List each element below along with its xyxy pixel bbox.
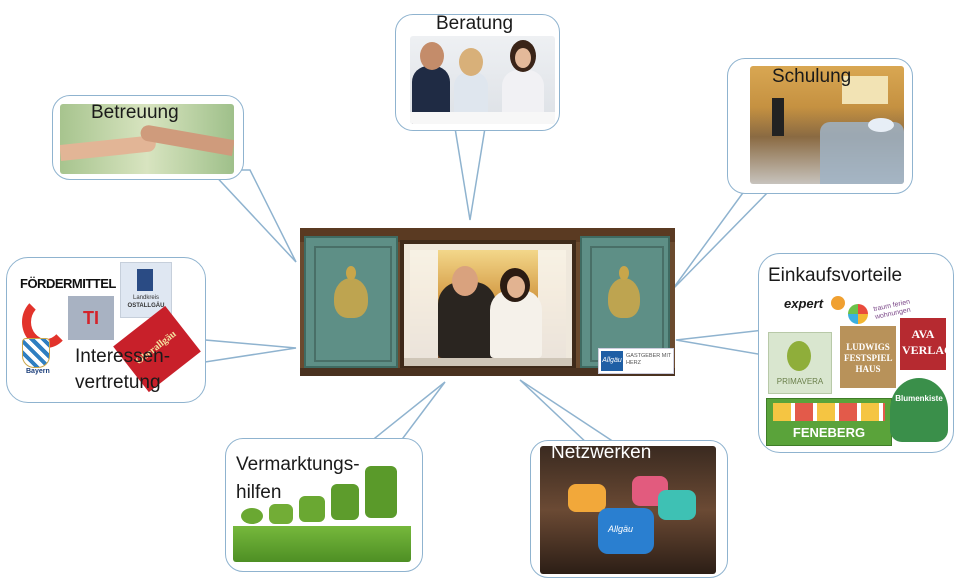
ornament-icon xyxy=(608,278,640,318)
bubble-vermarktung-title-1: Vermarktungs- xyxy=(236,454,360,475)
logo-primavera-text: PRIMAVERA xyxy=(776,377,824,386)
bubble-interessen-title-1: Interessen- xyxy=(75,346,171,367)
logo-primavera: PRIMAVERA xyxy=(768,332,832,394)
logo-ludwigs: LUDWIGS FESTSPIEL HAUS xyxy=(840,326,896,388)
center-photo: Allgäu GASTGEBER MIT HERZ xyxy=(300,228,675,376)
bubble-betreuung-title: Betreuung xyxy=(91,102,179,123)
audience-hat xyxy=(868,118,894,132)
curtain-left xyxy=(410,250,438,358)
person-client-1-head xyxy=(459,48,483,76)
tail-netzwerken xyxy=(519,379,623,447)
grass xyxy=(233,526,411,562)
logo-landkreis-text-1: Landkreis xyxy=(132,295,159,301)
tree-4 xyxy=(331,484,359,520)
curtain-right xyxy=(538,250,566,358)
logo-expert: expert xyxy=(784,296,824,311)
feneberg-icons xyxy=(773,403,885,421)
logo-blumenkiste: Blumenkiste xyxy=(890,378,948,442)
logo-feneberg: FENEBERG xyxy=(766,398,892,446)
window-light xyxy=(842,76,888,104)
left-shutter xyxy=(304,236,398,368)
bubble-einkauf-title: Einkaufsvorteile xyxy=(768,265,903,286)
ornament-icon xyxy=(334,278,368,318)
netzwerken-photo: Allgäu xyxy=(540,446,716,574)
bubble-interessen-title-2: vertretung xyxy=(75,372,161,393)
desk xyxy=(410,112,555,124)
shutter-panel xyxy=(314,246,392,362)
logo-ludwigs-text: LUDWIGS FESTSPIEL HAUS xyxy=(844,342,893,374)
logo-ava: AVA VERLAG xyxy=(900,318,954,370)
tail-einkauf xyxy=(675,329,765,356)
beratung-photo xyxy=(410,36,555,124)
logo-blumenkiste-text: Blumenkiste xyxy=(895,394,943,403)
person-man-head xyxy=(452,266,478,296)
puzzle-piece-blue xyxy=(598,508,654,554)
right-shutter xyxy=(580,236,670,368)
logo-ava-text: AVA VERLAG xyxy=(902,327,954,357)
tail-interessen xyxy=(204,339,297,363)
allgaeu-badge-text: GASTGEBER MIT HERZ xyxy=(626,353,672,366)
castle-icon xyxy=(137,269,153,291)
schulung-photo xyxy=(750,66,904,184)
tail-schulung xyxy=(671,189,772,291)
windowsill xyxy=(404,358,572,366)
person-client-2-face xyxy=(515,48,531,68)
window-frame xyxy=(400,240,576,370)
bubble-beratung-title: Beratung xyxy=(436,13,514,34)
logo-bayern: Bayern xyxy=(26,368,50,375)
puzzle-piece-teal xyxy=(658,490,696,520)
ornament-icon xyxy=(619,266,629,280)
person-woman-face xyxy=(507,276,525,298)
allgaeu-badge-logo: Allgäu xyxy=(601,351,623,371)
allgaeu-badge: Allgäu GASTGEBER MIT HERZ xyxy=(598,348,674,374)
bayern-crest-icon xyxy=(22,338,50,368)
ornament-icon xyxy=(346,266,356,280)
tail-beratung xyxy=(454,127,486,221)
tree-5 xyxy=(365,466,397,518)
wall-bottom xyxy=(300,368,675,376)
puzzle-piece-label: Allgäu xyxy=(608,524,634,534)
logo-foerdermittel: FÖRDERMITTEL xyxy=(20,276,116,291)
logo-ferien-icon xyxy=(848,304,868,324)
bubble-netzwerken-title: Netzwerken xyxy=(551,442,652,463)
primavera-leaf-icon xyxy=(787,341,811,371)
hand-right xyxy=(139,123,234,157)
speaker xyxy=(772,98,784,136)
tail-betreuung xyxy=(208,169,297,263)
puzzle-piece-yellow xyxy=(568,484,606,512)
bubble-schulung-title: Schulung xyxy=(772,66,852,87)
logo-feneberg-text: FENEBERG xyxy=(792,425,866,440)
tail-vermarktung xyxy=(367,381,446,443)
logo-landkreis-text-2: OSTALLGÄU xyxy=(127,303,165,309)
logo-ti: TI xyxy=(68,296,114,340)
expert-star-icon xyxy=(831,296,845,310)
audience xyxy=(820,122,904,184)
tree-2 xyxy=(269,504,293,524)
person-consultant-head xyxy=(420,42,444,70)
bubble-vermarktung-title-2: hilfen xyxy=(236,482,282,503)
tree-3 xyxy=(299,496,325,522)
tree-1 xyxy=(241,508,263,524)
vermarktung-photo xyxy=(233,452,411,562)
betreuung-photo xyxy=(60,104,234,174)
